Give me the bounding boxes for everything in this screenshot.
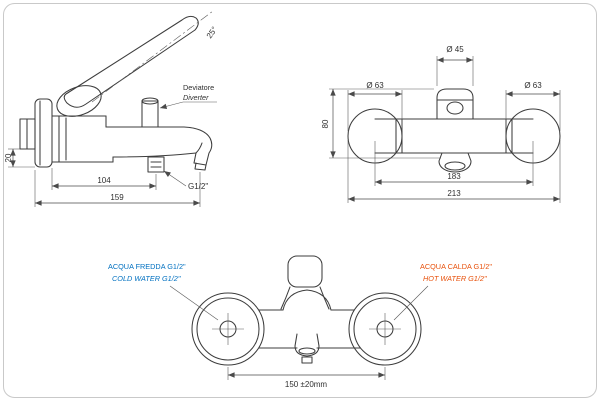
dia-label-63-right: Ø 63 [524, 81, 542, 90]
side-view: 25° Deviatore Diverter 20 104 159 G1/2" [4, 10, 219, 207]
bracket-curve-left [280, 286, 291, 310]
cold-leader [169, 285, 219, 321]
cold-water-label-it: ACQUA FREDDA G1/2" [108, 262, 186, 271]
cold-flange-outer [191, 292, 265, 366]
spout-front [294, 333, 320, 357]
cold-flange-inner [196, 297, 260, 361]
leader-diverter [159, 101, 217, 109]
wall-flange [34, 98, 53, 168]
spout-tab [301, 356, 313, 364]
hot-leader [393, 285, 429, 321]
installation-view: ACQUA FREDDA G1/2" COLD WATER G1/2" ACQU… [108, 255, 492, 389]
spout-front [438, 152, 472, 173]
lever-centerline [91, 10, 214, 103]
dia-label-45: Ø 45 [446, 45, 464, 54]
diverter-label-en: Diverter [183, 93, 209, 102]
shower-outlet [147, 156, 165, 173]
diverter-knob [141, 100, 159, 128]
dim-label-183: 183 [447, 172, 461, 181]
sheet-border [3, 3, 597, 398]
leader-g12 [163, 170, 187, 187]
cartridge-column [436, 88, 474, 120]
diverter-knob-top [141, 97, 159, 105]
dim-label-213: 213 [447, 189, 461, 198]
dim-label-104: 104 [97, 176, 111, 185]
dim-label-150: 150 ±20mm [285, 380, 328, 389]
dim-label-159: 159 [110, 193, 124, 202]
hot-flange-outer [348, 292, 422, 366]
dim-label-20: 20 [4, 153, 13, 162]
angle-label: 25° [205, 25, 219, 40]
front-view: Ø 45 Ø 63 Ø 63 80 183 213 [321, 45, 561, 203]
lever-front [446, 101, 464, 115]
dim-label-80: 80 [321, 119, 330, 128]
dia-label-63-left: Ø 63 [366, 81, 384, 90]
spout-aerator [194, 162, 207, 171]
lever-handle [63, 15, 199, 108]
body-hump [282, 289, 332, 311]
spout-top-outline [105, 126, 213, 166]
cold-water-label-en: COLD WATER G1/2" [112, 274, 181, 283]
spout-outlet-front [444, 161, 466, 171]
diverter-label-it: Deviatore [183, 83, 214, 92]
bracket-curve-right [319, 286, 330, 310]
spout-underside [112, 152, 197, 158]
diverter-bracket [287, 255, 323, 288]
hot-water-label-it: ACQUA CALDA G1/2" [420, 262, 492, 271]
handle-base [56, 85, 102, 117]
hot-water-label-en: HOT WATER G1/2" [423, 274, 487, 283]
spout-outlet [298, 347, 316, 355]
thread-label-g12: G1/2" [188, 182, 208, 191]
hot-flange-inner [353, 297, 417, 361]
